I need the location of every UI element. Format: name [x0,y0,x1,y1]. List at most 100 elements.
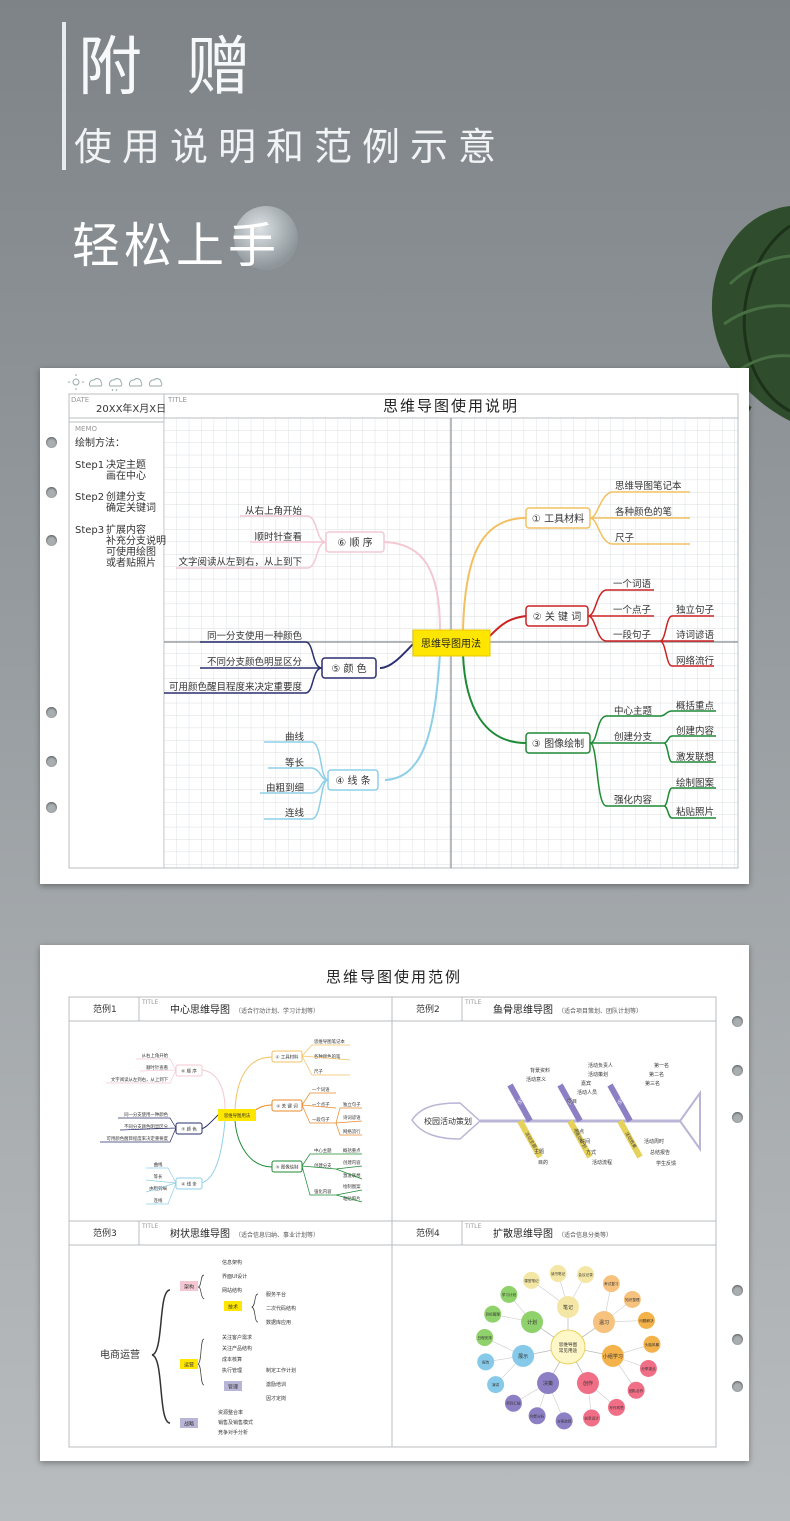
radial-leaf-label: 问题解决 [639,1318,654,1323]
tree-item: 数据库应用 [266,1319,291,1326]
step1-line: 决定主题 [106,458,146,471]
tree-example: 电商运营 架构 信息架构 界面UI设计 网站结构 技术 服务平台 二次代码结构 … [100,1259,296,1436]
binder-hole [46,707,57,718]
example-note: （适合信息归纳、事业计划等） [235,1231,319,1239]
radial-hub-node [576,1372,599,1395]
example-note: （适合信息分类等） [558,1231,612,1239]
title-accent-bar [62,22,66,170]
branch-label-tools: ① 工具材料 [532,512,584,525]
step3-tag: Step3 [75,525,104,536]
binder-hole [46,487,57,498]
mini-item: 粘贴照片 [343,1195,361,1202]
radial-leaf-label: 知识整理 [625,1297,640,1302]
radial-hub-node [592,1311,615,1334]
binder-hole [46,756,57,767]
fish-item: 总结报告 [650,1149,670,1156]
fish-bone-label: 活动主题 [523,1131,538,1151]
order-item: 从右上角开始 [245,505,303,517]
fish-item: 第一名 [654,1062,669,1069]
radial-hub-node [512,1344,535,1367]
mini-item: 中心主题 [314,1147,332,1154]
decorative-orb [234,206,298,270]
radial-leaf-label: 目标管理 [486,1312,501,1317]
fish-item: 活动周时 [644,1138,664,1145]
title-label: TITLE [141,1223,158,1230]
mini-item: 创建内容 [343,1159,361,1166]
radial-hub-node [537,1372,560,1395]
mini-item: 一个点子 [312,1101,330,1108]
fish-item: 目的 [538,1159,548,1166]
lines-item: 由粗到细 [266,782,304,794]
radial-leaf-node [528,1407,546,1425]
fish-item: 学生反馈 [656,1160,676,1167]
fish-item: 第三名 [645,1080,660,1087]
lines-item: 连线 [285,807,305,819]
colors-item: 同一分支使用一种颜色 [207,630,303,642]
radial-leaf-label: 头脑风暴 [645,1342,660,1347]
radial-leaf-label: 学习计划 [502,1292,517,1297]
radial-leaf-label: 会议记录 [578,1272,593,1277]
colors-item: 不同分支颜色明显区分 [207,656,303,668]
radial-leaf-node [476,1329,494,1347]
fish-item: 项目 [567,1099,577,1105]
radial-hub-label: 小组学习 [603,1353,623,1360]
tree-item: 销售及销售模式 [218,1419,253,1426]
binder-hole [732,1016,743,1027]
mini-branch: ⑤ 颜 色 [181,1126,197,1133]
tools-item: 思维导图笔记本 [615,480,682,492]
branch-label-lines: ④ 线 条 [335,774,370,787]
memo-label: MEMO [75,425,98,433]
radial-leaf-node [627,1381,645,1399]
radial-leaf-node [549,1265,567,1283]
branch-label-colors: ⑤ 颜 色 [331,662,366,675]
keywords-item: 一个词语 [613,579,652,590]
tree-item: 制定工作计划 [266,1367,296,1374]
binder-hole [732,1381,743,1392]
mini-branch: ④ 线 条 [181,1181,197,1188]
step3-line: 补充分支说明 [106,534,166,547]
page-tagline: 轻松上手 [72,218,281,274]
step3-line: 或者贴照片 [106,556,156,569]
step1-line: 画在中心 [106,469,146,482]
step1-tag: Step1 [75,460,104,471]
mini-item: 可用颜色醒目程度来决定重要度 [107,1135,169,1142]
mini-item: 不同分支颜色明显区分 [124,1123,169,1130]
fish-item: 背景资料 [530,1067,550,1074]
cloud-storm-icon [148,378,163,387]
mini-item: 顺时针查看 [146,1064,169,1071]
example-tag: 范例4 [416,1227,440,1239]
binder-hole [732,1112,743,1123]
radial-hub-label: 展示 [518,1354,528,1360]
radial-leaf-node [607,1398,625,1416]
imagery-item: 创建分支 [614,731,653,743]
mini-item: 一个词语 [312,1086,330,1093]
weather-icons [68,374,163,392]
radial-leaf-label: 报告 [482,1359,490,1364]
mindmap-instruction-drawing: DATE 20XX年X月X日 TITLE 思维导图使用说明 MEMO 绘制方法：… [68,374,739,869]
radial-leaf-node [623,1290,641,1308]
binder-hole [46,802,57,813]
step3-line: 扩展内容 [106,523,146,536]
center-mindmap-example: 思维导图用法 ① 工具材料 思维导图笔记本 各种颜色的笔 尺子 ② 关 键 词 … [100,1038,363,1205]
method-heading: 绘制方法： [75,436,125,449]
mini-item: 连线 [154,1197,163,1204]
step2-line: 创建分支 [106,490,146,503]
fish-item: 嘉宾 [581,1080,591,1087]
tree-group: 架构 [184,1284,194,1291]
page-title: 附 赠 [78,31,263,105]
keywords-item: 一个点子 [613,605,652,616]
binder-hole [732,1334,743,1345]
tree-item: 网站结构 [222,1287,242,1294]
radial-leaf-label: 方案选择 [557,1418,572,1423]
example-name: 中心思维导图 [170,1003,230,1016]
radial-leaf-node [555,1412,573,1430]
date-value: 20XX年X月X日 [96,402,166,415]
mini-item: 等长 [154,1173,163,1180]
mini-item: 创建分支 [314,1162,332,1169]
mini-center: 思维导图用法 [224,1112,251,1119]
radial-leaf-label: 课堂笔记 [524,1278,539,1283]
keywords-subitem: 独立句子 [676,604,715,616]
date-label: DATE [71,396,89,404]
tools-item: 尺子 [615,533,635,544]
mini-item: 文字阅读从左到右，从上到下 [111,1076,169,1083]
